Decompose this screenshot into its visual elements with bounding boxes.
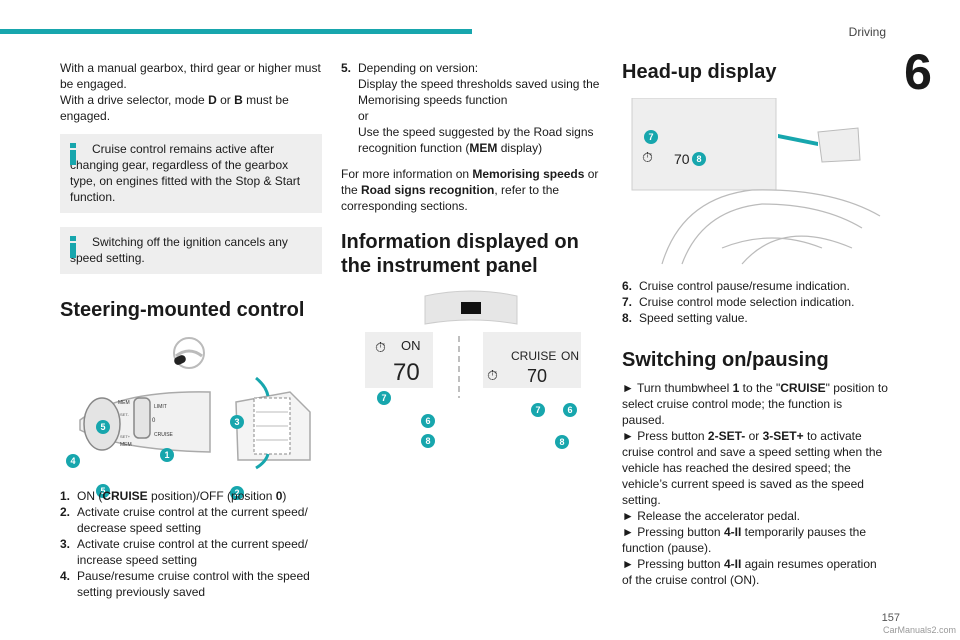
callout-6: 6 — [421, 414, 435, 428]
speedometer-icon: ⏱ — [375, 340, 386, 356]
list-item: 1.ON (CRUISE position)/OFF (position 0) — [60, 489, 287, 503]
svg-text:LIMIT: LIMIT — [154, 404, 167, 410]
list-item: 6.Cruise control pause/resume indication… — [622, 279, 850, 293]
top-accent-bar — [0, 29, 472, 34]
callout-1: 1 — [160, 448, 174, 462]
hud-legend-list: 6.Cruise control pause/resume indication… — [622, 278, 888, 326]
step-item: ► Press button 2-SET- or 3-SET+ to activ… — [622, 429, 883, 507]
info-icon — [69, 236, 77, 258]
column-1: With a manual gearbox, third gear or hig… — [60, 60, 322, 600]
list-item: 7.Cruise control mode selection indicati… — [622, 295, 855, 309]
step-item: ► Pressing button 4-II temporarily pause… — [622, 525, 867, 555]
section-title: Driving — [848, 25, 886, 39]
info-text: Cruise control remains active after chan… — [70, 142, 301, 204]
svg-text:SET-: SET- — [120, 412, 130, 417]
column-3: Head-up display ⏱ 70 7 8 6.Cruise contro… — [622, 60, 888, 588]
callout-3: 3 — [230, 415, 244, 429]
list-item: 8.Speed setting value. — [622, 311, 748, 325]
callout-8: 8 — [555, 435, 569, 449]
hud-projection-beam — [778, 134, 818, 146]
hud-projector — [817, 127, 861, 163]
callout-6: 6 — [563, 403, 577, 417]
callout-8: 8 — [421, 434, 435, 448]
item-5-list: 5. Depending on version: Display the spe… — [341, 60, 605, 156]
step-item: ► Pressing button 4-II again resumes ope… — [622, 557, 877, 587]
step-item: ► Turn thumbwheel 1 to the "CRUISE" posi… — [622, 381, 888, 427]
callout-2: 2 — [230, 486, 244, 500]
steering-wheel-outline — [661, 189, 881, 265]
hud-screen — [631, 98, 777, 191]
steering-control-illustration: MEM MEM SET- SET+ II LIMIT CRUISE 0 — [79, 337, 311, 470]
steering-control-list: 1.ON (CRUISE position)/OFF (position 0) … — [60, 488, 322, 600]
callout-5: 5 — [96, 420, 110, 434]
info-icon — [69, 143, 77, 165]
callout-5: 5 — [96, 484, 110, 498]
svg-text:MEM: MEM — [118, 400, 130, 406]
heading-head-up-display: Head-up display — [622, 61, 777, 83]
heading-steering-control: Steering-mounted control — [60, 299, 305, 321]
column-2: 5. Depending on version: Display the spe… — [341, 60, 605, 449]
chapter-number: 6 — [904, 44, 932, 100]
cruise-lever: MEM MEM SET- SET+ II LIMIT CRUISE 0 — [79, 391, 211, 453]
svg-text:MEM: MEM — [120, 442, 132, 448]
page-number: 157 — [881, 612, 900, 624]
svg-text:SET+: SET+ — [120, 434, 131, 439]
list-item: 3.Activate cruise control at the current… — [60, 537, 308, 567]
svg-text:70: 70 — [674, 151, 690, 167]
heading-switching-on-pausing: Switching on/pausing — [622, 349, 829, 371]
watermark-text: CarManuals2.com — [882, 625, 956, 635]
svg-text:70: 70 — [393, 359, 420, 386]
more-info-text: For more information on Memorising speed… — [341, 167, 599, 213]
instrument-panel-illustration: ⏱ ON 70 ⏱ CRUISE ON 70 — [365, 290, 581, 398]
intro-text: With a manual gearbox, third gear or hig… — [60, 61, 321, 123]
svg-text:ON: ON — [561, 349, 579, 363]
step-item: ► Release the accelerator pedal. — [622, 509, 800, 523]
svg-text:CRUISE: CRUISE — [511, 349, 556, 363]
info-text: Switching off the ignition cancels any s… — [70, 235, 288, 265]
panel-display-left: ⏱ ON 70 — [365, 332, 433, 388]
speedometer-icon: ⏱ — [642, 150, 653, 166]
svg-text:CRUISE: CRUISE — [154, 432, 174, 438]
svg-text:70: 70 — [527, 366, 547, 386]
list-item: 5. Depending on version: Display the spe… — [341, 61, 600, 155]
callout-7: 7 — [377, 391, 391, 405]
callout-4: 4 — [66, 454, 80, 468]
panel-display-right: ⏱ CRUISE ON 70 — [483, 332, 581, 388]
callout-7: 7 — [531, 403, 545, 417]
steps-list: ► Turn thumbwheel 1 to the "CRUISE" posi… — [622, 380, 888, 588]
list-item: 2.Activate cruise control at the current… — [60, 505, 308, 535]
hud-illustration: ⏱ 70 — [631, 98, 881, 265]
info-box-ignition: Switching off the ignition cancels any s… — [60, 227, 322, 274]
info-box-gear: Cruise control remains active after chan… — [60, 134, 322, 213]
lever-side-view — [235, 376, 311, 470]
dashboard-icon — [424, 290, 518, 325]
callout-7: 7 — [644, 130, 658, 144]
callout-8: 8 — [692, 152, 706, 166]
svg-text:ON: ON — [401, 338, 421, 353]
steering-wheel-icon — [173, 337, 205, 369]
svg-text:0: 0 — [152, 418, 156, 424]
heading-instrument-panel: Information displayed on the instrument … — [341, 231, 579, 277]
speedometer-icon: ⏱ — [487, 368, 498, 384]
list-item: 4.Pause/resume cruise control with the s… — [60, 569, 310, 599]
